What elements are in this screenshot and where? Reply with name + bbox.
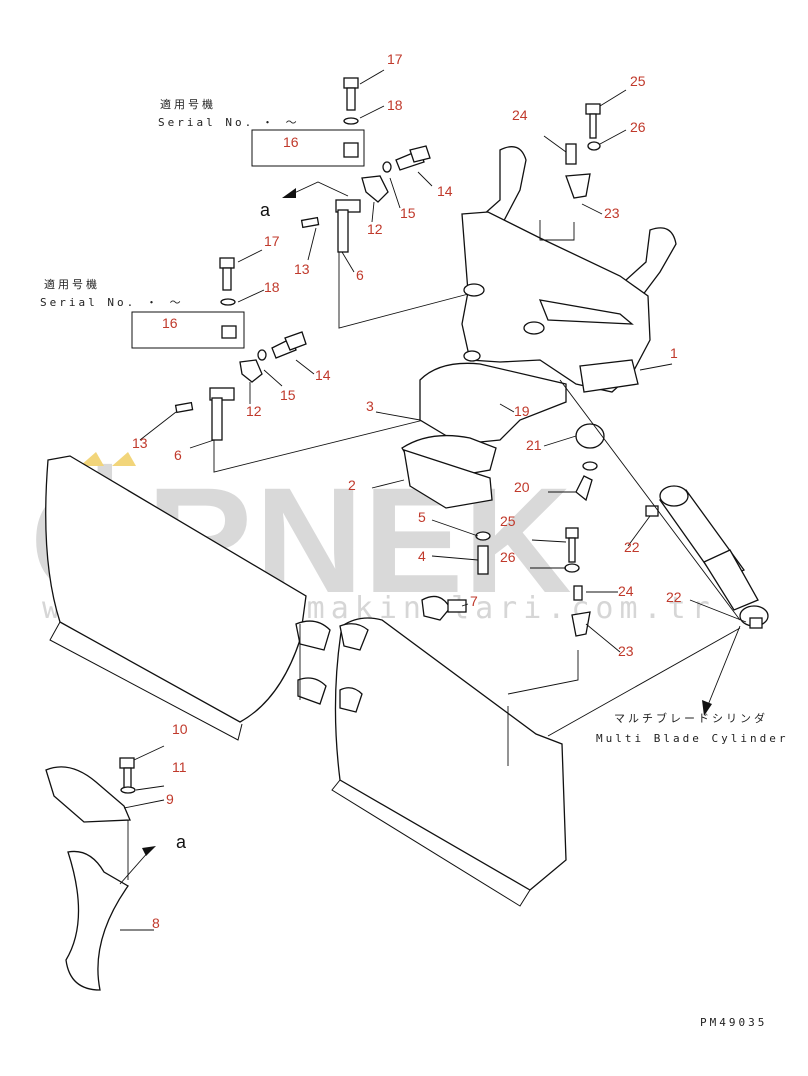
callout-23: 23 bbox=[604, 205, 620, 221]
leader-lines bbox=[120, 69, 747, 931]
callout-15: 15 bbox=[400, 205, 416, 221]
callout-14: 14 bbox=[437, 183, 453, 199]
callout-22: 22 bbox=[624, 539, 640, 555]
cylinder-label-jp: マルチブレードシリンダ bbox=[614, 711, 768, 725]
callout-21: 21 bbox=[526, 437, 542, 453]
section-letter: a bbox=[176, 832, 187, 852]
umlaut-dot-left bbox=[80, 452, 104, 466]
serial-range: ・ 〜 bbox=[262, 116, 300, 129]
callout-11: 11 bbox=[172, 759, 187, 775]
serial-box bbox=[251, 129, 365, 167]
top-pin-assembly: a bbox=[260, 77, 477, 329]
callout-6: 6 bbox=[174, 447, 182, 463]
callout-6: 6 bbox=[356, 267, 364, 283]
callout-22: 22 bbox=[666, 589, 682, 605]
callout-10: 10 bbox=[172, 721, 188, 737]
bottom-parts: a bbox=[45, 757, 187, 991]
callout-18: 18 bbox=[387, 97, 403, 113]
section-letter: a bbox=[260, 200, 271, 220]
callout-13: 13 bbox=[294, 261, 310, 277]
serial-label-en: Serial No. bbox=[40, 296, 136, 309]
serial-group-mid: 適用号機 Serial No. ・ 〜 bbox=[40, 277, 245, 349]
right-blade bbox=[331, 617, 579, 907]
serial-range: ・ 〜 bbox=[146, 296, 184, 309]
cylinder-label-en: Multi Blade Cylinder bbox=[596, 732, 788, 745]
serial-label-jp: 適用号機 bbox=[160, 97, 216, 111]
callout-12: 12 bbox=[367, 221, 383, 237]
callout-7: 7 bbox=[470, 593, 478, 609]
callout-4: 4 bbox=[418, 548, 426, 564]
callout-1: 1 bbox=[670, 345, 678, 361]
serial-group-top: 適用号機 Serial No. ・ 〜 bbox=[158, 97, 365, 167]
callout-26: 26 bbox=[630, 119, 646, 135]
serial-label-jp: 適用号機 bbox=[44, 277, 100, 291]
mid-pin-assembly bbox=[174, 257, 465, 473]
multi-blade-cylinder bbox=[547, 379, 769, 737]
blade-frame bbox=[401, 146, 677, 509]
callout-24: 24 bbox=[618, 583, 634, 599]
callout-2: 2 bbox=[348, 477, 356, 493]
callout-20: 20 bbox=[514, 479, 530, 495]
callout-13: 13 bbox=[132, 435, 148, 451]
callouts: 17 18 16 14 15 12 13 6 17 18 16 14 15 12… bbox=[132, 51, 682, 931]
callout-18: 18 bbox=[264, 279, 280, 295]
callout-16: 16 bbox=[162, 315, 178, 331]
callout-9: 9 bbox=[166, 791, 174, 807]
callout-12: 12 bbox=[246, 403, 262, 419]
callout-14: 14 bbox=[315, 367, 331, 383]
callout-5: 5 bbox=[418, 509, 426, 525]
callout-16: 16 bbox=[283, 134, 299, 150]
callout-25: 25 bbox=[500, 513, 516, 529]
drawing-code: PM49035 bbox=[700, 1016, 767, 1029]
callout-26: 26 bbox=[500, 549, 516, 565]
callout-8: 8 bbox=[152, 915, 160, 931]
cylinder-label: マルチブレードシリンダ Multi Blade Cylinder bbox=[596, 711, 788, 745]
callout-3: 3 bbox=[366, 398, 374, 414]
callout-23: 23 bbox=[618, 643, 634, 659]
callout-17: 17 bbox=[387, 51, 403, 67]
callout-19: 19 bbox=[514, 403, 530, 419]
serial-label-en: Serial No. bbox=[158, 116, 254, 129]
callout-24: 24 bbox=[512, 107, 528, 123]
serial-box bbox=[131, 311, 245, 349]
left-blade bbox=[45, 455, 331, 741]
callout-17: 17 bbox=[264, 233, 280, 249]
callout-15: 15 bbox=[280, 387, 296, 403]
callout-25: 25 bbox=[630, 73, 646, 89]
umlaut-dot-right bbox=[112, 452, 136, 466]
